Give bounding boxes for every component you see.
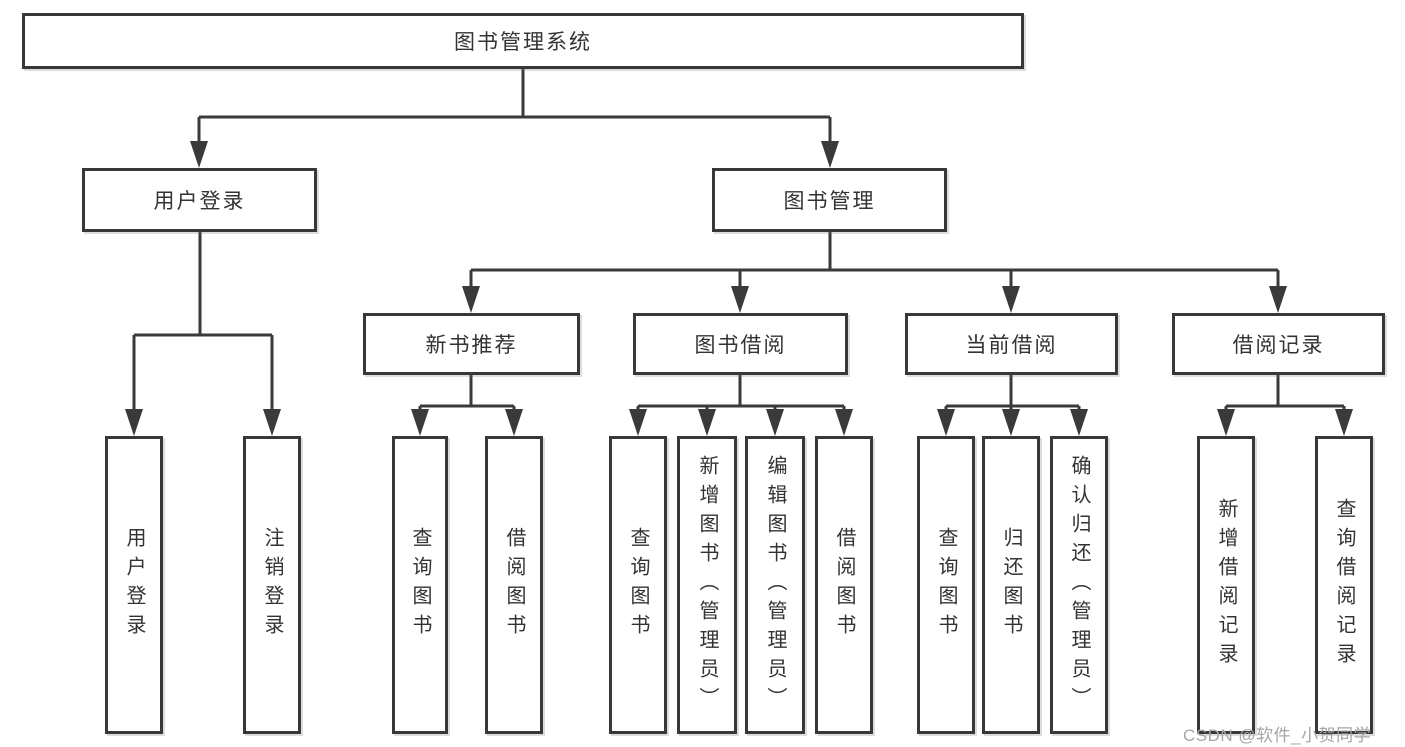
node-leaf-return-books: 归还图书 bbox=[982, 436, 1040, 734]
node-book-borrowing: 图书借阅 bbox=[633, 313, 848, 375]
connector-borrowing-records-children bbox=[1217, 375, 1353, 436]
connector-user-login-children bbox=[125, 232, 281, 436]
node-leaf-user-login: 用户登录 bbox=[105, 436, 163, 734]
node-leaf-query-books-2: 查询图书 bbox=[609, 436, 667, 734]
connector-book-management-children bbox=[462, 232, 1287, 313]
node-borrowing-records: 借阅记录 bbox=[1172, 313, 1385, 375]
node-leaf-query-books-1: 查询图书 bbox=[392, 436, 448, 734]
connector-root-to-level2 bbox=[190, 69, 839, 168]
connector-new-book-children bbox=[411, 375, 523, 436]
node-current-borrowing: 当前借阅 bbox=[905, 313, 1118, 375]
node-book-management: 图书管理 bbox=[712, 168, 947, 232]
node-leaf-edit-books-admin: 编辑图书（管理员） bbox=[745, 436, 805, 734]
node-leaf-query-books-3: 查询图书 bbox=[917, 436, 975, 734]
connector-current-borrowing-children bbox=[937, 375, 1088, 436]
node-leaf-logout: 注销登录 bbox=[243, 436, 301, 734]
node-new-book-recommendation: 新书推荐 bbox=[363, 313, 580, 375]
node-leaf-borrow-books-2: 借阅图书 bbox=[815, 436, 873, 734]
node-library-management-system: 图书管理系统 bbox=[22, 13, 1024, 69]
csdn-watermark: CSDN @软件_小贺同学 bbox=[1183, 726, 1372, 745]
node-leaf-borrow-books-1: 借阅图书 bbox=[485, 436, 543, 734]
node-user-login: 用户登录 bbox=[82, 168, 317, 232]
node-leaf-add-borrow-record: 新增借阅记录 bbox=[1197, 436, 1255, 734]
node-leaf-add-books-admin: 新增图书（管理员） bbox=[677, 436, 737, 734]
node-leaf-confirm-return-admin: 确认归还（管理员） bbox=[1050, 436, 1108, 734]
connector-book-borrowing-children bbox=[629, 375, 853, 436]
node-leaf-query-borrow-record: 查询借阅记录 bbox=[1315, 436, 1373, 734]
